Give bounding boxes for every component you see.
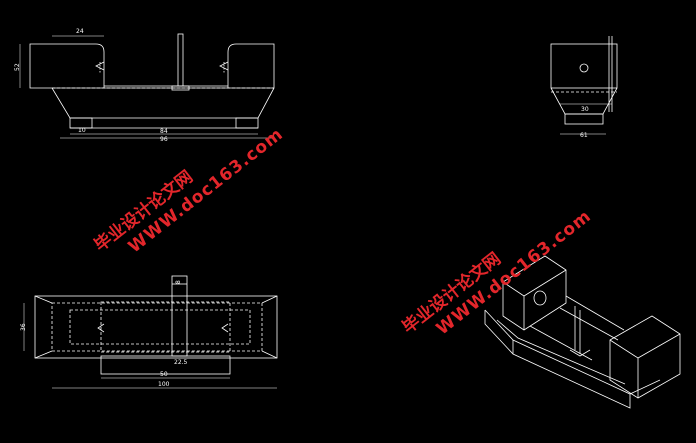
- side-foot: [564, 113, 604, 125]
- side-dim-inner: 30: [581, 106, 589, 113]
- iso-right-block: [609, 315, 681, 399]
- top-dim-width: 36: [20, 323, 27, 331]
- top-inner-hidden: [51, 302, 263, 352]
- front-sloped-base: [51, 87, 275, 119]
- top-view: [23, 275, 278, 389]
- iso-rail-2: [559, 307, 619, 341]
- front-view: [19, 33, 275, 139]
- top-corner-bl: [34, 350, 53, 359]
- top-dim-slot: 50: [160, 371, 168, 378]
- iso-rail-3: [529, 325, 593, 361]
- top-corner-br: [261, 350, 278, 359]
- front-dim-inner: 84: [160, 128, 168, 135]
- top-corner-tl: [34, 295, 53, 304]
- iso-left-block: [502, 255, 567, 331]
- top-left-centre: [97, 323, 105, 333]
- top-outline: [34, 295, 278, 359]
- isometric-view: [484, 255, 681, 409]
- front-dim-top: 24: [76, 28, 84, 35]
- iso-bore: [533, 290, 547, 306]
- top-carrier-hidden: [100, 301, 231, 353]
- iso-tray-inner: [496, 319, 626, 385]
- iso-post-base: [569, 349, 591, 357]
- side-body: [550, 43, 618, 89]
- top-right-centre: [221, 323, 229, 333]
- top-dim-overall: 100: [158, 381, 170, 388]
- side-bore: [579, 63, 589, 73]
- iso-rail-1: [565, 295, 625, 331]
- front-dim-overall: 96: [160, 136, 168, 143]
- side-dim-base: 61: [580, 132, 588, 139]
- front-left-block: [29, 43, 105, 89]
- iso-tray-front: [484, 309, 661, 395]
- top-slot-hidden: [69, 309, 251, 345]
- top-dim-post: 8: [175, 280, 182, 284]
- top-dim-post2: 22.5: [174, 359, 188, 366]
- front-left-centre: [95, 61, 105, 71]
- top-corner-tr: [261, 295, 278, 304]
- front-dim-base: 10: [78, 127, 86, 134]
- front-right-centre: [219, 61, 229, 71]
- side-view: [550, 36, 618, 135]
- front-dim-height: 52: [14, 63, 21, 71]
- top-lower-plate: [100, 355, 231, 375]
